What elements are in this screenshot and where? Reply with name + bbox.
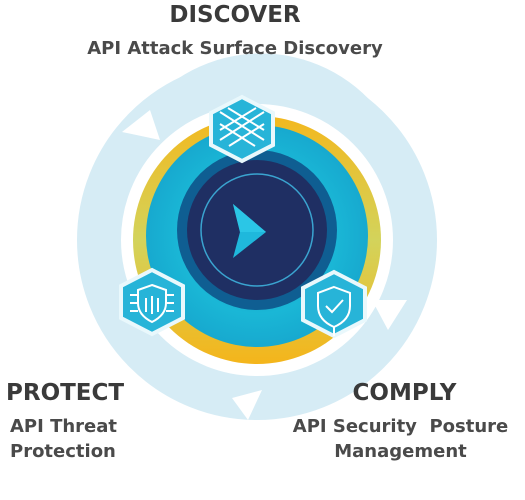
comply-subtitle: API Security Posture Management bbox=[278, 414, 523, 464]
shield-chip-icon bbox=[130, 283, 174, 324]
protect-title: PROTECT bbox=[6, 380, 125, 406]
discover-title: DISCOVER bbox=[169, 2, 301, 28]
protect-subtitle: API Threat Protection bbox=[10, 414, 150, 464]
discover-subtitle: API Attack Surface Discovery bbox=[87, 38, 383, 59]
comply-subtitle-line: API Security Posture bbox=[292, 416, 509, 437]
comply-hexagon bbox=[301, 269, 367, 339]
protect-hexagon bbox=[119, 267, 185, 337]
comply-subtitle-line: Management bbox=[334, 441, 467, 462]
core-outline bbox=[200, 173, 314, 287]
play-arrow-logo-icon bbox=[233, 204, 266, 258]
protect-subtitle-line: API Threat bbox=[10, 416, 118, 437]
comply-title: COMPLY bbox=[352, 380, 457, 406]
cycle-ring bbox=[77, 53, 437, 420]
discover-hexagon bbox=[209, 94, 275, 164]
shield-check-icon bbox=[317, 285, 351, 336]
protect-subtitle-line: Protection bbox=[10, 441, 116, 462]
mesh-grid-icon bbox=[219, 107, 265, 147]
